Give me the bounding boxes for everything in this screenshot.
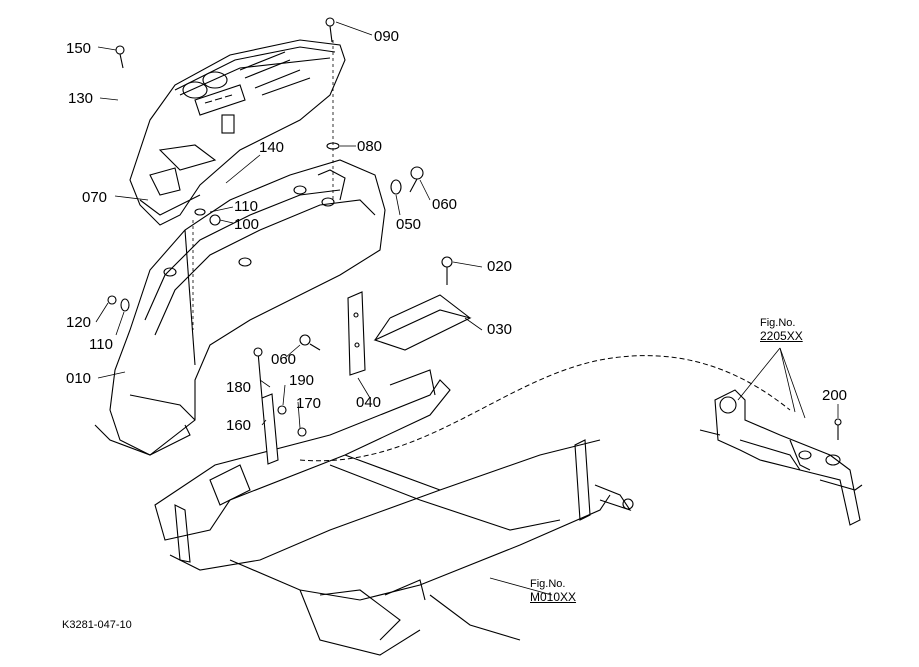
callout-120: 120 xyxy=(66,314,92,331)
callout-110-upper: 110 xyxy=(234,198,258,215)
figure-reference-number: 2205XX xyxy=(760,328,803,343)
dash-cover-010 xyxy=(94,159,386,456)
callout-070: 070 xyxy=(82,189,108,206)
callout-010: 010 xyxy=(66,370,92,387)
callout-050: 050 xyxy=(396,216,422,233)
callout-160: 160 xyxy=(226,417,252,434)
frame-chassis xyxy=(154,369,634,656)
callout-090: 090 xyxy=(374,28,400,45)
callout-110-lower: 110 xyxy=(89,336,113,353)
callout-100: 100 xyxy=(234,216,260,233)
callout-140: 140 xyxy=(259,139,285,156)
dash-panel-070 xyxy=(129,39,346,226)
bracket-030 xyxy=(373,294,472,351)
callout-060-upper: 060 xyxy=(432,196,458,213)
callout-080: 080 xyxy=(357,138,383,155)
callout-130: 130 xyxy=(68,90,94,107)
figure-reference-M010XX[interactable]: Fig.No. M010XX xyxy=(530,578,576,604)
leader-lines xyxy=(95,21,839,596)
fasteners xyxy=(107,17,842,440)
callout-170: 170 xyxy=(296,395,322,412)
lever-assembly xyxy=(699,389,863,526)
callout-180: 180 xyxy=(226,379,252,396)
callout-150: 150 xyxy=(66,40,92,57)
callout-200: 200 xyxy=(822,387,848,404)
bracket-040 xyxy=(347,291,366,376)
callout-030: 030 xyxy=(487,321,513,338)
callout-060-lower: 060 xyxy=(271,351,297,368)
drawing-code: K3281-047-10 xyxy=(62,619,132,631)
figure-reference-label: Fig.No. xyxy=(760,317,796,329)
figure-reference-number: M010XX xyxy=(530,589,577,604)
callout-040: 040 xyxy=(356,394,382,411)
figure-reference-label: Fig.No. xyxy=(530,578,566,590)
bracket-160 xyxy=(253,347,279,465)
figure-reference-2205XX[interactable]: Fig.No. 2205XX xyxy=(760,317,803,343)
callout-020: 020 xyxy=(487,258,513,275)
callout-190: 190 xyxy=(289,372,315,389)
